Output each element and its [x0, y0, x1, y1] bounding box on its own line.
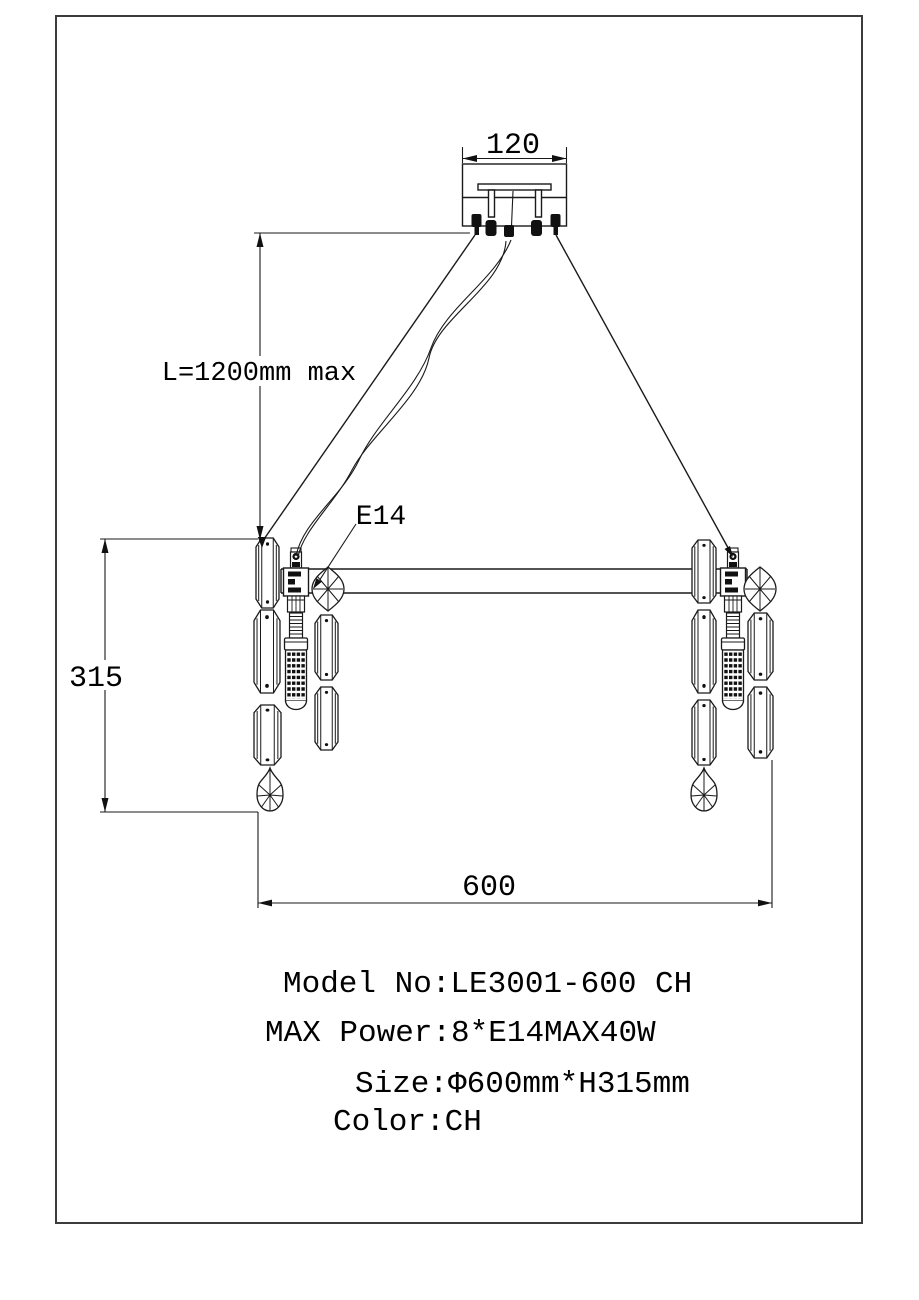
spec-color: Color:CH: [333, 1105, 482, 1140]
ceiling-canopy: [461, 163, 568, 237]
e14-callout: E14: [313, 502, 406, 589]
body-diameter-label: 600: [462, 871, 516, 905]
body-height-label: 315: [69, 662, 123, 696]
suspension-length-label: L=1200mm max: [162, 359, 356, 389]
power-cord: [295, 239, 512, 557]
crystal-octagon: [253, 609, 281, 694]
crystal-octagon: [747, 612, 774, 681]
crystal-octagon: [314, 686, 339, 751]
crystal-column-right-inner: [690, 539, 718, 812]
suspension-cable-right: [555, 234, 733, 556]
crystal-octagon: [314, 614, 339, 681]
dim-body-height: 315: [66, 538, 258, 813]
spec-power: MAX Power:8*E14MAX40W: [265, 1016, 656, 1051]
crystal-column-left-outer: [253, 537, 284, 812]
e14-bulb-left: [282, 611, 310, 712]
lamp-socket-right: [719, 547, 747, 712]
crystal-ball: [311, 566, 345, 612]
dim-canopy-width: 120: [461, 129, 568, 163]
mount-screws: [487, 189, 543, 218]
socket-type-label: E14: [356, 502, 406, 533]
lamp-socket-left: [282, 547, 310, 712]
chandelier-frame: [280, 568, 748, 594]
crystal-octagon: [747, 686, 774, 759]
suspension-cables: [257, 234, 733, 558]
crystal-octagon: [253, 704, 282, 766]
e14-leader-line: [319, 523, 357, 581]
spec-block: Model No:LE3001-600 CH MAX Power:8*E14MA…: [265, 967, 692, 1140]
crystal-octagon: [691, 609, 717, 694]
crystal-teardrop: [690, 767, 718, 812]
crystal-teardrop: [256, 767, 284, 812]
crystal-octagon: [255, 537, 280, 609]
dim-suspension-length: L=1200mm max: [162, 232, 470, 540]
dim-body-diameter: 600: [257, 760, 773, 908]
page-border: [55, 15, 863, 1224]
spec-model: Model No:LE3001-600 CH: [283, 967, 692, 1002]
crystal-ball: [743, 566, 777, 612]
suspension-cable-left: [261, 234, 476, 543]
spec-size: Size:Φ600mm*H315mm: [355, 1067, 690, 1102]
e14-bulb-right: [719, 611, 747, 712]
crystal-octagon: [691, 539, 717, 604]
canopy-width-label: 120: [486, 129, 540, 163]
crystal-column-right-outer: [743, 566, 777, 759]
crystal-column-left-inner: [311, 566, 345, 751]
power-cord: [297, 240, 507, 558]
crystal-octagon: [691, 699, 717, 766]
